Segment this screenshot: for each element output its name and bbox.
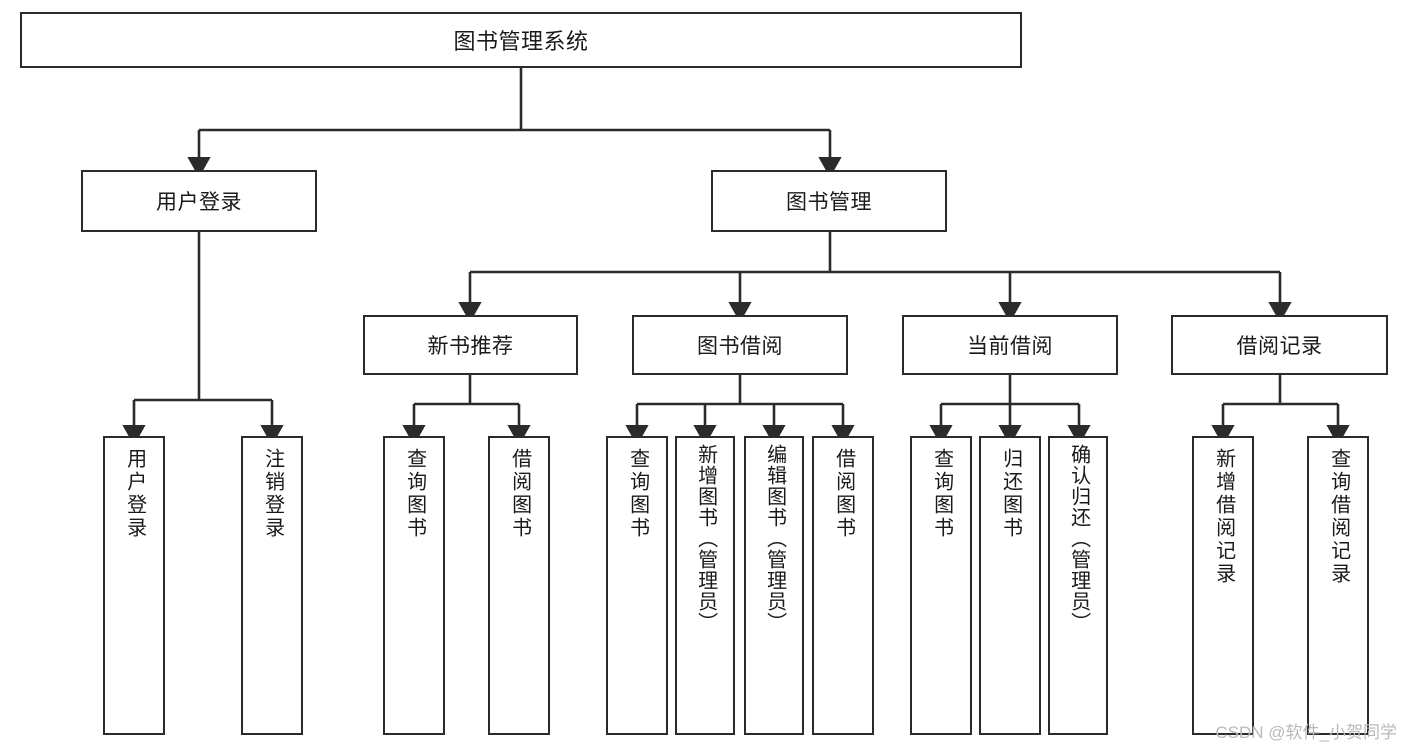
node-label: 归还图书 bbox=[999, 448, 1022, 540]
node-label: 编辑图书（管理员） bbox=[763, 444, 786, 633]
node-label: 图书借阅 bbox=[697, 335, 783, 358]
node-label: 新增借阅记录 bbox=[1212, 448, 1235, 586]
node-new-book-recommend[interactable]: 新书推荐 bbox=[363, 315, 578, 375]
leaf-query-book-recommend[interactable]: 查询图书 bbox=[383, 436, 445, 735]
leaf-add-book-admin[interactable]: 新增图书（管理员） bbox=[675, 436, 735, 735]
node-user-login[interactable]: 用户登录 bbox=[81, 170, 317, 232]
node-book-management[interactable]: 图书管理 bbox=[711, 170, 947, 232]
node-label: 当前借阅 bbox=[967, 335, 1053, 358]
node-label: 借阅图书 bbox=[832, 448, 855, 540]
leaf-borrow-book-recommend[interactable]: 借阅图书 bbox=[488, 436, 550, 735]
leaf-confirm-return-admin[interactable]: 确认归还（管理员） bbox=[1048, 436, 1108, 735]
node-label: 新增图书（管理员） bbox=[694, 444, 717, 633]
leaf-edit-book-admin[interactable]: 编辑图书（管理员） bbox=[744, 436, 804, 735]
node-label: 用户登录 bbox=[123, 448, 146, 540]
node-label: 借阅记录 bbox=[1236, 335, 1323, 358]
leaf-query-book-borrow[interactable]: 查询图书 bbox=[606, 436, 668, 735]
node-book-borrow[interactable]: 图书借阅 bbox=[632, 315, 848, 375]
leaf-logout[interactable]: 注销登录 bbox=[241, 436, 303, 735]
node-label: 查询借阅记录 bbox=[1327, 448, 1350, 586]
leaf-query-borrow-record[interactable]: 查询借阅记录 bbox=[1307, 436, 1369, 735]
node-borrow-record[interactable]: 借阅记录 bbox=[1171, 315, 1388, 375]
node-label: 新书推荐 bbox=[427, 335, 514, 358]
node-root-library-system[interactable]: 图书管理系统 bbox=[20, 12, 1022, 68]
node-label: 图书管理 bbox=[786, 191, 872, 214]
node-label: 用户登录 bbox=[156, 191, 242, 214]
leaf-add-borrow-record[interactable]: 新增借阅记录 bbox=[1192, 436, 1254, 735]
node-current-borrow[interactable]: 当前借阅 bbox=[902, 315, 1118, 375]
node-label: 查询图书 bbox=[626, 448, 649, 540]
node-label: 查询图书 bbox=[403, 448, 426, 540]
node-label: 查询图书 bbox=[930, 448, 953, 540]
node-label: 图书管理系统 bbox=[453, 29, 589, 54]
leaf-borrow-book[interactable]: 借阅图书 bbox=[812, 436, 874, 735]
node-label: 确认归还（管理员） bbox=[1067, 444, 1090, 633]
leaf-user-login[interactable]: 用户登录 bbox=[103, 436, 165, 735]
node-label: 借阅图书 bbox=[508, 448, 531, 540]
leaf-query-book-current[interactable]: 查询图书 bbox=[910, 436, 972, 735]
node-label: 注销登录 bbox=[261, 448, 284, 540]
leaf-return-book[interactable]: 归还图书 bbox=[979, 436, 1041, 735]
